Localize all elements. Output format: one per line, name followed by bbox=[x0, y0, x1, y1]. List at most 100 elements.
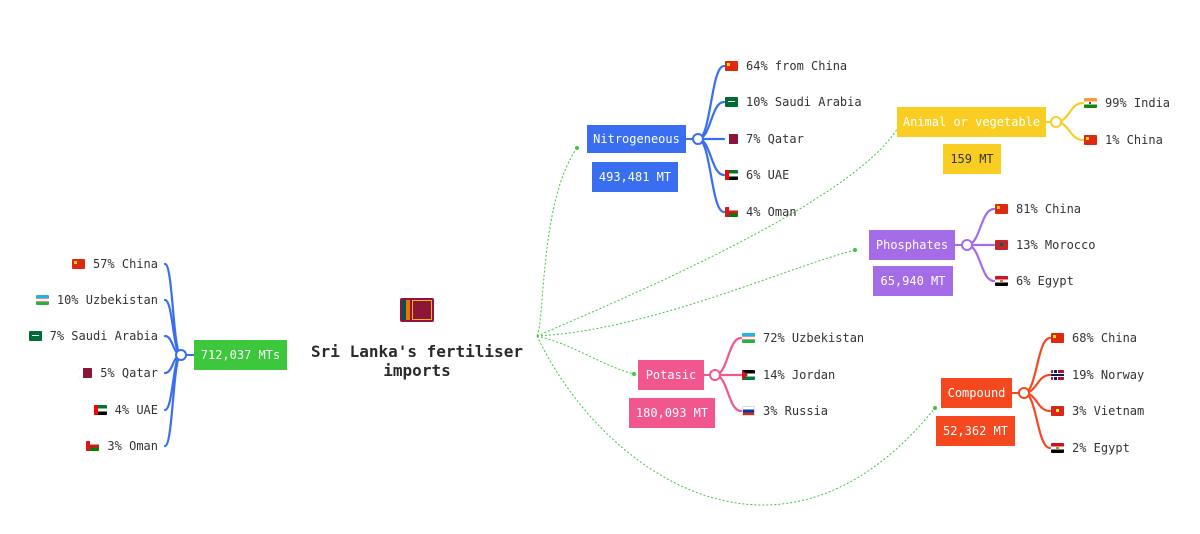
norway-flag-icon bbox=[1051, 370, 1064, 380]
category-source-item: 14% Jordan bbox=[742, 367, 835, 383]
total-source-item: 5% Qatar bbox=[79, 365, 158, 381]
category-source-item: 3% Vietnam bbox=[1051, 403, 1144, 419]
total-source-item: 10% Uzbekistan bbox=[35, 292, 158, 308]
source-label: 64% from China bbox=[746, 59, 848, 73]
india-flag-icon bbox=[1084, 98, 1097, 108]
category-amount-box: 52,362 MT bbox=[936, 416, 1015, 446]
oman-flag-icon bbox=[725, 207, 738, 217]
category-source-item: 4% Oman bbox=[725, 204, 797, 220]
category-source-item: 81% China bbox=[995, 201, 1081, 217]
source-label: 14% Jordan bbox=[763, 368, 836, 382]
source-label: 4% UAE bbox=[114, 403, 158, 417]
china-flag-icon bbox=[1084, 135, 1097, 145]
uzbek-flag-icon bbox=[742, 333, 755, 343]
flow-connector bbox=[536, 147, 578, 337]
category-amount-box: 493,481 MT bbox=[592, 162, 678, 192]
category-source-item: 3% Russia bbox=[742, 403, 828, 419]
total-source-item: 3% Oman bbox=[86, 438, 158, 454]
vietnam-flag-icon bbox=[1051, 406, 1064, 416]
category-hub bbox=[692, 133, 704, 145]
source-label: 5% Qatar bbox=[100, 366, 158, 380]
category-name-box: Compound bbox=[941, 378, 1012, 408]
source-label: 2% Egypt bbox=[1072, 441, 1130, 455]
jordan-flag-icon bbox=[742, 370, 755, 380]
source-label: 57% China bbox=[92, 257, 158, 271]
category-hub bbox=[1018, 387, 1030, 399]
category-source-item: 6% UAE bbox=[725, 167, 789, 183]
branch-line bbox=[965, 243, 996, 283]
uzbek-flag-icon bbox=[35, 295, 49, 305]
saudi-flag-icon bbox=[28, 331, 42, 341]
category-amount-box: 159 MT bbox=[943, 144, 1001, 174]
flow-connector bbox=[536, 249, 856, 337]
arrowhead-icon bbox=[853, 248, 857, 252]
title-line-2: imports bbox=[383, 361, 451, 380]
source-label: 3% Oman bbox=[107, 439, 158, 453]
flow-connector bbox=[536, 123, 901, 337]
category-name-box: Animal or vegetable bbox=[897, 107, 1046, 137]
category-source-item: 7% Qatar bbox=[725, 131, 804, 147]
flow-connector bbox=[536, 335, 936, 506]
category-source-item: 6% Egypt bbox=[995, 273, 1074, 289]
uae-flag-icon bbox=[725, 170, 738, 180]
source-label: 10% Saudi Arabia bbox=[746, 95, 862, 109]
source-label: 7% Qatar bbox=[746, 132, 804, 146]
source-label: 72% Uzbekistan bbox=[763, 331, 865, 345]
egypt-flag-icon bbox=[1051, 443, 1064, 453]
egypt-flag-icon bbox=[995, 276, 1008, 286]
category-source-item: 64% from China bbox=[725, 58, 847, 74]
source-label: 99% India bbox=[1105, 96, 1171, 110]
category-amount-box: 180,093 MT bbox=[629, 398, 715, 428]
category-source-item: 13% Morocco bbox=[995, 237, 1095, 253]
source-label: 6% Egypt bbox=[1016, 274, 1074, 288]
arrowhead-icon bbox=[933, 406, 937, 410]
flow-connector bbox=[536, 335, 635, 375]
saudi-flag-icon bbox=[725, 97, 738, 107]
source-label: 6% UAE bbox=[746, 168, 790, 182]
category-name-box: Nitrogeneous bbox=[587, 125, 686, 153]
uae-flag-icon bbox=[93, 405, 107, 415]
branch-line bbox=[713, 336, 743, 377]
branch-line bbox=[713, 373, 743, 413]
oman-flag-icon bbox=[86, 441, 100, 451]
china-flag-icon bbox=[1051, 333, 1064, 343]
source-label: 10% Uzbekistan bbox=[56, 293, 158, 307]
arrowhead-icon bbox=[632, 372, 636, 376]
category-hub bbox=[709, 369, 721, 381]
morocco-flag-icon bbox=[995, 240, 1008, 250]
branch-line bbox=[163, 262, 183, 357]
total-source-item: 57% China bbox=[71, 256, 158, 272]
branch-line bbox=[163, 353, 183, 448]
source-label: 81% China bbox=[1016, 202, 1082, 216]
china-flag-icon bbox=[995, 204, 1008, 214]
qatar-flag-icon bbox=[725, 134, 738, 144]
sri-lanka-flag-icon bbox=[400, 298, 434, 322]
category-name-box: Potasic bbox=[638, 360, 704, 390]
category-hub bbox=[961, 239, 973, 251]
title-line-1: Sri Lanka's fertiliser bbox=[311, 342, 523, 361]
source-label: 7% Saudi Arabia bbox=[49, 329, 158, 343]
source-label: 1% China bbox=[1105, 133, 1163, 147]
china-flag-icon bbox=[71, 259, 85, 269]
category-amount-box: 65,940 MT bbox=[873, 266, 953, 296]
russia-flag-icon bbox=[742, 406, 755, 416]
category-source-item: 1% China bbox=[1084, 132, 1163, 148]
source-label: 3% Vietnam bbox=[1072, 404, 1145, 418]
category-source-item: 10% Saudi Arabia bbox=[725, 94, 862, 110]
category-source-item: 2% Egypt bbox=[1051, 440, 1130, 456]
source-label: 4% Oman bbox=[746, 205, 797, 219]
diagram-title: Sri Lanka's fertiliser imports bbox=[296, 342, 538, 380]
branch-line bbox=[965, 207, 996, 247]
category-source-item: 72% Uzbekistan bbox=[742, 330, 864, 346]
source-label: 3% Russia bbox=[763, 404, 829, 418]
total-source-item: 7% Saudi Arabia bbox=[28, 328, 158, 344]
category-hub bbox=[1050, 116, 1062, 128]
source-label: 13% Morocco bbox=[1016, 238, 1096, 252]
qatar-flag-icon bbox=[79, 368, 93, 378]
category-name-box: Phosphates bbox=[869, 230, 955, 260]
category-source-item: 19% Norway bbox=[1051, 367, 1144, 383]
china-flag-icon bbox=[725, 61, 738, 71]
source-label: 19% Norway bbox=[1072, 368, 1145, 382]
branch-line bbox=[696, 137, 726, 214]
